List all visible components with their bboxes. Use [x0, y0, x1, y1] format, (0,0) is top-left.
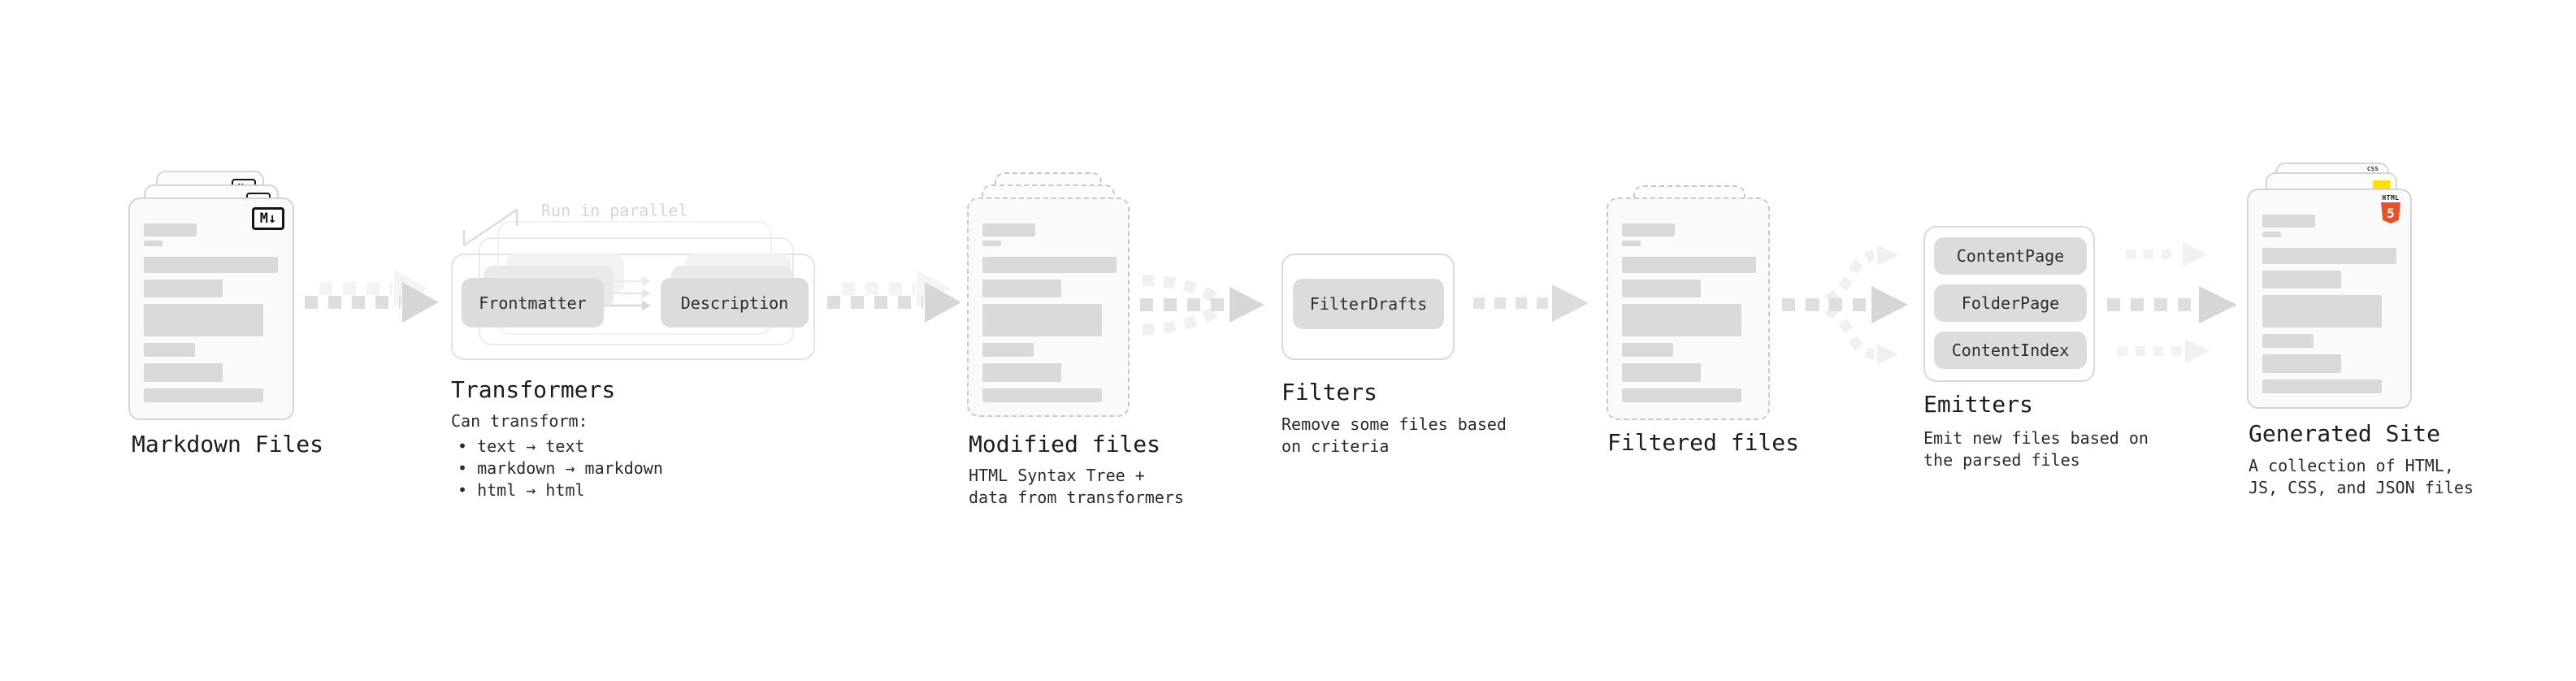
transformers-bullet: • html → html: [458, 480, 585, 500]
modified-files-label: Modified files: [969, 431, 1161, 458]
folderpage-pill: FolderPage: [1934, 284, 2087, 322]
text-line-placeholder: [144, 223, 197, 236]
contentindex-pill: ContentIndex: [1934, 332, 2087, 369]
flow-arrow-markdown-to-transformers: [305, 270, 439, 323]
text-line-placeholder: [982, 343, 1034, 357]
text-line-placeholder: [2262, 380, 2382, 393]
site-doc-front: HTML 5: [2247, 189, 2412, 409]
text-line-placeholder: [1622, 280, 1701, 297]
text-line-placeholder: [982, 223, 1035, 236]
markdown-doc-front: M↓: [128, 197, 294, 420]
transformers-bullet: • text → text: [458, 436, 585, 456]
html5-logo-icon: HTML 5: [2380, 194, 2401, 223]
text-line-placeholder: [144, 304, 263, 336]
text-line-placeholder: [144, 280, 223, 297]
text-line-placeholder: [1622, 223, 1675, 236]
text-line-placeholder: [982, 304, 1102, 336]
filters-title: Filters: [1281, 379, 1378, 406]
modified-doc-front: [967, 197, 1130, 417]
emitters-desc: the parsed files: [1923, 450, 2080, 470]
text-line-placeholder: [2262, 295, 2382, 327]
text-line-placeholder: [2262, 232, 2281, 237]
filtered-files-label: Filtered files: [1607, 429, 1800, 456]
text-line-placeholder: [144, 241, 163, 246]
modified-files-desc: data from transformers: [969, 488, 1184, 507]
text-line-placeholder: [2262, 248, 2396, 264]
parallel-mini-arrows: [609, 276, 651, 310]
text-line-placeholder: [2262, 215, 2315, 228]
flow-arrow-fan-in-to-filters: [1140, 275, 1264, 335]
transformers-bullet: • markdown → markdown: [458, 458, 663, 478]
text-line-placeholder: [144, 388, 263, 402]
js-badge-icon: [2373, 180, 2390, 189]
run-in-parallel-annotation: Run in parallel: [541, 201, 688, 220]
modified-files-desc: HTML Syntax Tree +: [969, 466, 1145, 485]
flow-arrow-fan-out-to-emitters: [1782, 245, 1908, 365]
frontmatter-pill: Frontmatter: [462, 278, 604, 327]
filterdrafts-pill: FilterDrafts: [1293, 279, 1444, 329]
filtered-doc-front: [1607, 197, 1770, 420]
text-line-placeholder: [982, 363, 1061, 382]
text-line-placeholder: [1622, 343, 1673, 357]
annotation-leader-line: [462, 208, 518, 247]
emitters-desc: Emit new files based on: [1923, 428, 2149, 448]
text-line-placeholder: [1622, 363, 1701, 382]
text-line-placeholder: [2262, 271, 2341, 288]
description-pill: Description: [661, 278, 809, 327]
contentpage-pill: ContentPage: [1934, 237, 2087, 275]
transformers-title: Transformers: [451, 376, 616, 403]
text-line-placeholder: [2262, 354, 2341, 373]
text-line-placeholder: [982, 241, 1001, 246]
filters-desc: on criteria: [1281, 436, 1390, 456]
flow-arrow-transformers-to-modified: [827, 270, 961, 323]
text-line-placeholder: [1622, 388, 1741, 402]
generated-site-label: Generated Site: [2249, 420, 2441, 447]
text-line-placeholder: [982, 388, 1102, 402]
text-line-placeholder: [982, 280, 1061, 297]
flow-arrows-emitters-to-site: [2107, 242, 2237, 363]
text-line-placeholder: [1622, 304, 1741, 336]
text-line-placeholder: [144, 363, 223, 382]
text-line-placeholder: [1622, 241, 1641, 246]
text-line-placeholder: [144, 257, 278, 273]
text-line-placeholder: [2262, 334, 2314, 348]
markdown-icon: M↓: [252, 207, 284, 230]
generated-site-desc: A collection of HTML,: [2249, 456, 2454, 475]
filters-desc: Remove some files based: [1281, 414, 1507, 434]
transformers-desc-heading: Can transform:: [451, 411, 588, 431]
flow-arrow-filters-to-filtered: [1473, 284, 1589, 322]
generated-site-desc: JS, CSS, and JSON files: [2249, 478, 2474, 497]
text-line-placeholder: [144, 343, 195, 357]
emitters-title: Emitters: [1923, 391, 2033, 418]
markdown-files-label: Markdown Files: [132, 431, 324, 458]
text-line-placeholder: [1622, 257, 1756, 273]
text-line-placeholder: [982, 257, 1117, 273]
transformer-box-front: [451, 254, 815, 360]
